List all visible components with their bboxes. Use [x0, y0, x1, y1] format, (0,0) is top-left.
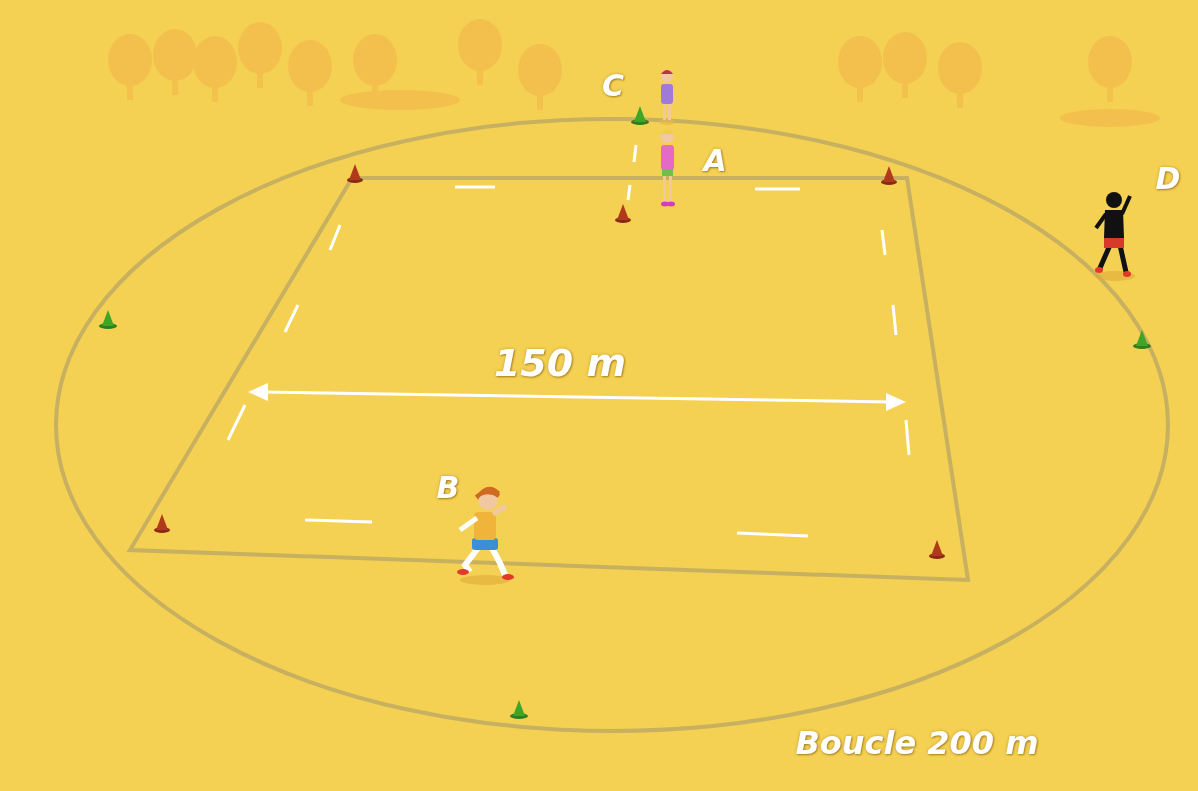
runner-letter: C — [602, 68, 624, 103]
runner-letter: D — [1156, 161, 1181, 196]
field-outline — [130, 178, 968, 580]
distance-label: 150 m — [494, 341, 626, 385]
runner-letter: B — [437, 470, 460, 505]
runner-d — [1095, 192, 1135, 281]
dimension-arrow — [248, 383, 906, 411]
cones — [99, 106, 1151, 719]
runner-b — [457, 487, 514, 585]
loop-label: Boucle 200 m — [795, 724, 1038, 762]
runner-c — [659, 70, 675, 125]
field-dashes — [228, 145, 909, 536]
runner-letter: A — [703, 143, 726, 178]
loop-track — [56, 119, 1168, 731]
runner-a — [660, 129, 675, 207]
trees — [108, 19, 1160, 127]
